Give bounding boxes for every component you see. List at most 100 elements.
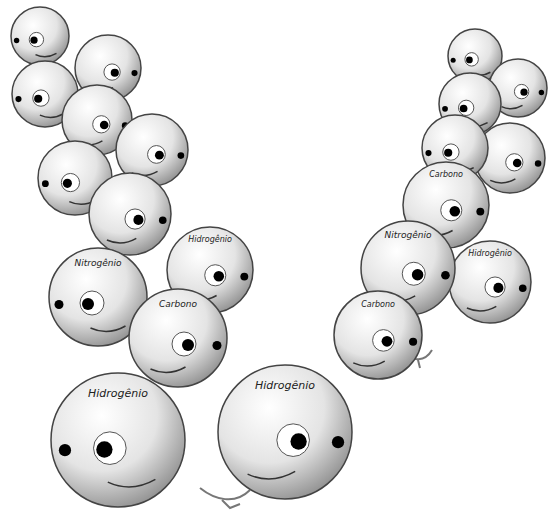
atom-pupil [412, 269, 424, 281]
atom-pupil [100, 121, 109, 130]
atom-dot [332, 436, 344, 448]
atom-eye [514, 84, 528, 98]
atom-dot [59, 444, 71, 456]
atom-label: Carbono [159, 300, 197, 309]
atom-pupil [82, 298, 94, 310]
atom-mouth [151, 367, 186, 373]
atom-dot [519, 285, 527, 293]
atom-label: Hidrogênio [88, 388, 148, 399]
atom-eye [94, 432, 127, 465]
atom-dot [240, 273, 248, 281]
atom-mouth [40, 114, 64, 118]
atom-sphere [449, 241, 531, 323]
atom-pupil [133, 215, 143, 225]
atom-pupil [513, 159, 522, 168]
atom-figure [422, 115, 488, 181]
atom-mouth [353, 361, 385, 366]
atom-label: Carbono [429, 171, 463, 179]
atom-dot [213, 341, 222, 350]
atom-dot [425, 150, 431, 156]
atom-eye [172, 332, 196, 356]
atom-eye [104, 64, 120, 80]
atom-eye [80, 291, 104, 315]
atom-eye [506, 154, 523, 171]
atom-mouth [467, 306, 496, 311]
atom-node: Carbono [128, 288, 228, 388]
atom-pupil [111, 69, 119, 77]
atom-label: Hidrogênio [255, 380, 315, 391]
atom-mouth [91, 326, 126, 332]
atom-mouth [108, 479, 156, 487]
atom-pupil [96, 441, 112, 457]
atom-pupil [63, 179, 72, 188]
atom-dot [14, 38, 19, 43]
atom-dot [159, 217, 167, 225]
atom-eye [465, 53, 478, 66]
atom-dot [539, 90, 544, 95]
atom-eye [277, 424, 310, 457]
atom-dot [442, 106, 448, 112]
atom-pupil [460, 105, 468, 113]
atom-pupil [34, 95, 42, 103]
atom-eye [205, 265, 226, 286]
atom-mouth [490, 179, 515, 183]
atom-dot [535, 160, 541, 166]
atom-figure [11, 7, 69, 65]
atom-dot [476, 208, 484, 216]
atom-pupil [155, 151, 164, 160]
atom-dot [131, 70, 137, 76]
atom-dot [42, 180, 49, 187]
atom-eye [93, 116, 110, 133]
atom-eye [61, 173, 79, 191]
atom-sphere [334, 291, 422, 379]
atom-figure [89, 173, 171, 255]
atom-mouth [248, 471, 296, 479]
atom-sphere [51, 373, 185, 507]
atom-dot [178, 152, 185, 159]
atom-sphere [422, 115, 488, 181]
atom-mouth [502, 105, 523, 108]
atom-pupil [450, 206, 461, 217]
atom-dot [409, 338, 417, 346]
atom-eye [29, 32, 43, 46]
atom-pupil [290, 433, 306, 449]
atom-sphere [89, 173, 171, 255]
atom-eye [373, 330, 395, 352]
atom-sphere [129, 289, 227, 387]
atom-eye [148, 146, 166, 164]
atom-eye [458, 100, 473, 115]
atom-pupil [382, 336, 393, 347]
atom-pupil [30, 37, 37, 44]
atom-mouth [36, 53, 57, 56]
atom-eye [125, 209, 145, 229]
atom-label: Nitrogênio [75, 259, 122, 268]
atom-pupil [182, 339, 194, 351]
atom-dot [55, 300, 64, 309]
atom-label: Nitrogênio [385, 231, 432, 240]
atom-eye [402, 262, 425, 285]
atom-node: Carbono [333, 290, 423, 380]
atom-sphere [218, 365, 352, 499]
atom-pupil [214, 271, 225, 282]
atom-dot [441, 271, 450, 280]
atom-dot [15, 96, 21, 102]
atom-mouth [107, 238, 136, 243]
bond-link [200, 488, 250, 508]
atom-eye [441, 200, 462, 221]
atom-pupil [444, 149, 452, 157]
atom-node: Hidrogênio [50, 372, 186, 508]
atom-eye [485, 277, 505, 297]
atom-label: Hidrogênio [468, 250, 512, 258]
atom-label: Hidrogênio [188, 236, 232, 244]
atom-eye [443, 144, 459, 160]
atom-pupil [493, 283, 503, 293]
atom-eye [33, 90, 49, 106]
atom-sphere [11, 7, 69, 65]
atom-sphere [361, 221, 455, 315]
atom-node: Hidrogênio [448, 240, 532, 324]
atom-dot [451, 58, 456, 63]
atom-pupil [520, 89, 527, 96]
atom-label: Carbono [361, 301, 395, 309]
atom-node: Hidrogênio [217, 364, 353, 500]
